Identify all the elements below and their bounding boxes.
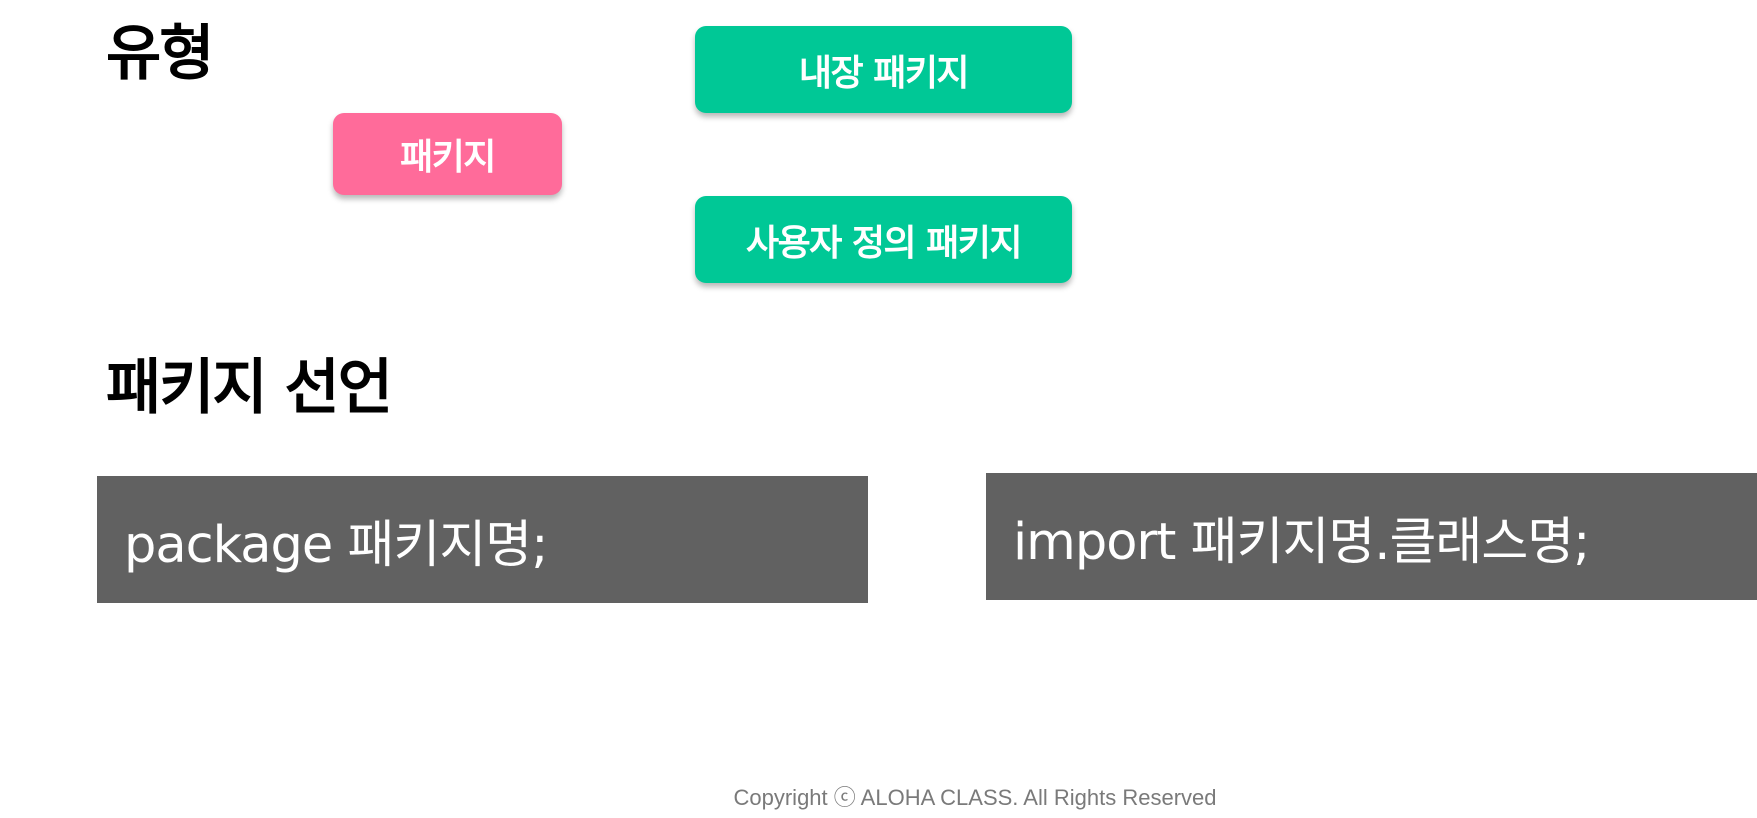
heading-package-declaration: 패키지 선언 (106, 353, 393, 423)
import-statement-text: import 패키지명.클래스명; (1013, 512, 1590, 572)
package-statement-text: package 패키지명; (124, 515, 548, 575)
import-statement-block: import 패키지명.클래스명; (986, 473, 1757, 600)
package-statement-block: package 패키지명; (97, 476, 868, 603)
userdefined-package-node: 사용자 정의 패키지 (695, 196, 1072, 283)
copyright-footer: Copyright ⓒ ALOHA CLASS. All Rights Rese… (733, 785, 1217, 810)
heading-type: 유형 (106, 19, 214, 89)
builtin-package-node: 내장 패키지 (695, 26, 1072, 113)
package-node: 패키지 (333, 113, 562, 195)
